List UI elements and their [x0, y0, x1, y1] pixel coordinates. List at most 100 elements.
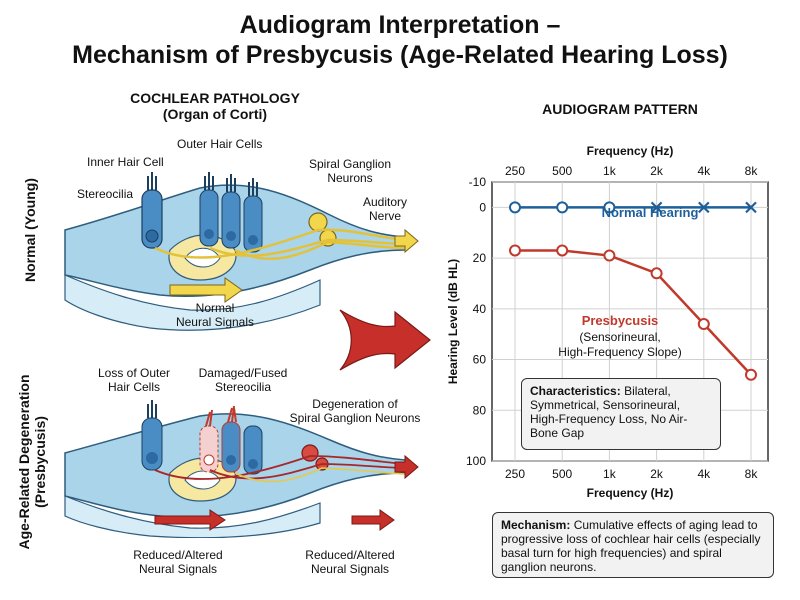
presbycusis-point-500 [556, 244, 569, 257]
x-tick-bottom-1k: 1k [603, 467, 617, 481]
presbycusis-note-line1: (Sensorineural, [579, 330, 660, 344]
label-stereocilia: Stereocilia [77, 187, 134, 201]
presbycusis-point-250 [509, 244, 521, 257]
x-tick-top-500: 500 [552, 164, 572, 178]
x-tick-top-8k: 8k [745, 164, 759, 178]
aged-signals-arrow-a [154, 509, 226, 531]
label-spiral-ganglion-line2: Neurons [327, 171, 373, 185]
y-tick--10: -10 [469, 175, 487, 189]
x-tick-top-250: 250 [505, 164, 525, 178]
normal-nerve-fibers [154, 228, 406, 261]
normal-hearing-label: Normal Hearing [602, 205, 699, 220]
audiogram-chart: Frequency (Hz) Frequency (Hz) Hearing Leve… [446, 144, 769, 500]
y-tick-0: 0 [479, 200, 486, 214]
presbycusis-note-line2: High-Frequency Slope) [558, 345, 681, 359]
normal-row-label: Normal (Young) [22, 178, 38, 282]
label-inner-hair-cell: Inner Hair Cell [87, 155, 164, 169]
normal-hearing-point-4k [698, 201, 710, 214]
cochlear-pathology-heading: COCHLEAR PATHOLOGY [130, 90, 300, 106]
characteristics-box: Characteristics: Bilateral, Symmetrical,… [521, 378, 721, 450]
label-degeneration-line1: Degeneration of [312, 397, 398, 411]
label-loss-outer-line2: Hair Cells [107, 380, 160, 394]
normal-hearing-point-250 [509, 201, 521, 214]
y-tick-60: 60 [473, 353, 487, 367]
normal-hearing-point-1k [603, 201, 616, 214]
x-tick-bottom-8k: 8k [745, 467, 759, 481]
label-damaged-line1: Damaged/Fused [198, 366, 288, 380]
label-damaged-line2: Stereocilia [214, 380, 272, 394]
label-auditory-nerve: Auditory Nerve [355, 195, 415, 223]
aged-tissue-lower [64, 495, 321, 538]
x-axis-title-bottom: Frequency (Hz) [587, 486, 674, 500]
label-normal-signals-line2: Neural Signals [175, 315, 255, 329]
mechanism-title: Mechanism: [501, 518, 571, 532]
normal-neural-signals-arrow [169, 277, 243, 303]
x-tick-top-4k: 4k [697, 164, 711, 178]
aged-inner-stereocilia [147, 400, 157, 418]
x-tick-bottom-500: 500 [552, 467, 572, 481]
normal-outer-hair-cells [199, 172, 263, 253]
normal-cochlea-illustration [64, 172, 419, 331]
aged-row-label-line1: Age-Related Degeneration [16, 374, 32, 550]
characteristics-text: Bilateral, Symmetrical, Sensorineural, H… [530, 384, 688, 440]
x-tick-bottom-250: 250 [505, 467, 525, 481]
x-tick-bottom-4k: 4k [697, 467, 711, 481]
aged-row-label-line2: (Presbycusis) [32, 416, 48, 508]
normal-inner-nucleus [145, 229, 159, 243]
presbycusis-point-8k [745, 368, 757, 381]
label-reduced-b-line2: Neural Signals [310, 562, 390, 576]
y-tick-40: 40 [473, 302, 487, 316]
label-reduced-a-line1: Reduced/Altered [133, 548, 223, 562]
normal-tissue-lower [64, 274, 321, 331]
normal-auditory-nerve-arrow [394, 228, 419, 254]
organ-of-corti-subheading: (Organ of Corti) [162, 106, 268, 122]
label-spiral-ganglion: Spiral Ganglion Neurons [305, 157, 395, 185]
label-auditory-nerve-line2: Nerve [368, 209, 401, 223]
label-loss-outer-hair-cells: Loss of Outer Hair Cells [84, 366, 184, 394]
label-reduced-signals-a: Reduced/Altered Neural Signals [118, 548, 238, 576]
label-damaged-stereocilia: Damaged/Fused Stereocilia [188, 366, 298, 394]
label-degeneration-line2: Spiral Ganglion Neurons [289, 411, 421, 425]
y-tick-100: 100 [466, 454, 486, 468]
label-normal-signals-line1: Normal [195, 301, 235, 315]
label-auditory-nerve-line1: Auditory [362, 195, 408, 209]
label-reduced-b-line1: Reduced/Altered [305, 548, 395, 562]
x-axis-title-top: Frequency (Hz) [587, 144, 674, 158]
normal-inner-stereocilia [147, 172, 157, 190]
aged-inner-nucleus [146, 452, 158, 464]
aged-tunnel [184, 470, 221, 490]
normal-hearing-point-8k [745, 201, 757, 214]
x-tick-bottom-2k: 2k [650, 467, 664, 481]
aged-row-label: Age-Related Degeneration (Presbycusis) [16, 362, 48, 562]
label-loss-outer-line1: Loss of Outer [97, 366, 171, 380]
presbycusis-point-4k [697, 318, 710, 331]
x-tick-top-2k: 2k [650, 164, 664, 178]
label-outer-hair-cells: Outer Hair Cells [177, 137, 263, 151]
transition-arrow [339, 309, 431, 371]
x-tick-top-1k: 1k [603, 164, 617, 178]
y-axis-title: Hearing Level (dB HL) [446, 259, 460, 384]
y-tick-80: 80 [473, 403, 487, 417]
aged-output-arrow [394, 454, 419, 480]
presbycusis-point-1k [603, 249, 616, 262]
presbycusis-point-2k [650, 267, 663, 280]
label-reduced-signals-b: Reduced/Altered Neural Signals [290, 548, 410, 576]
label-normal-neural-signals: Normal Neural Signals [155, 301, 275, 329]
characteristics-title: Characteristics: [530, 384, 621, 398]
aged-cochlea-illustration [64, 400, 419, 538]
label-reduced-a-line2: Neural Signals [138, 562, 218, 576]
presbycusis-line [515, 249, 752, 376]
aged-signals-arrow-b [351, 509, 395, 531]
aged-damaged-outer-hair-cells [199, 405, 263, 475]
y-tick-20: 20 [473, 251, 487, 265]
page-title-line2: Mechanism of Presbycusis (Age-Related He… [72, 41, 728, 69]
mechanism-box: Mechanism: Cumulative effects of aging l… [492, 512, 774, 578]
normal-hearing-point-2k [650, 201, 663, 214]
audiogram-pattern-heading: AUDIOGRAM PATTERN [542, 101, 698, 117]
presbycusis-label: Presbycusis [582, 313, 659, 328]
aged-fading-fibers [234, 467, 406, 483]
aged-nerve-fibers [154, 455, 406, 480]
normal-hearing-point-500 [556, 201, 569, 214]
label-degeneration-spiral-ganglion: Degeneration of Spiral Ganglion Neurons [280, 397, 430, 425]
label-spiral-ganglion-line1: Spiral Ganglion [308, 157, 392, 171]
